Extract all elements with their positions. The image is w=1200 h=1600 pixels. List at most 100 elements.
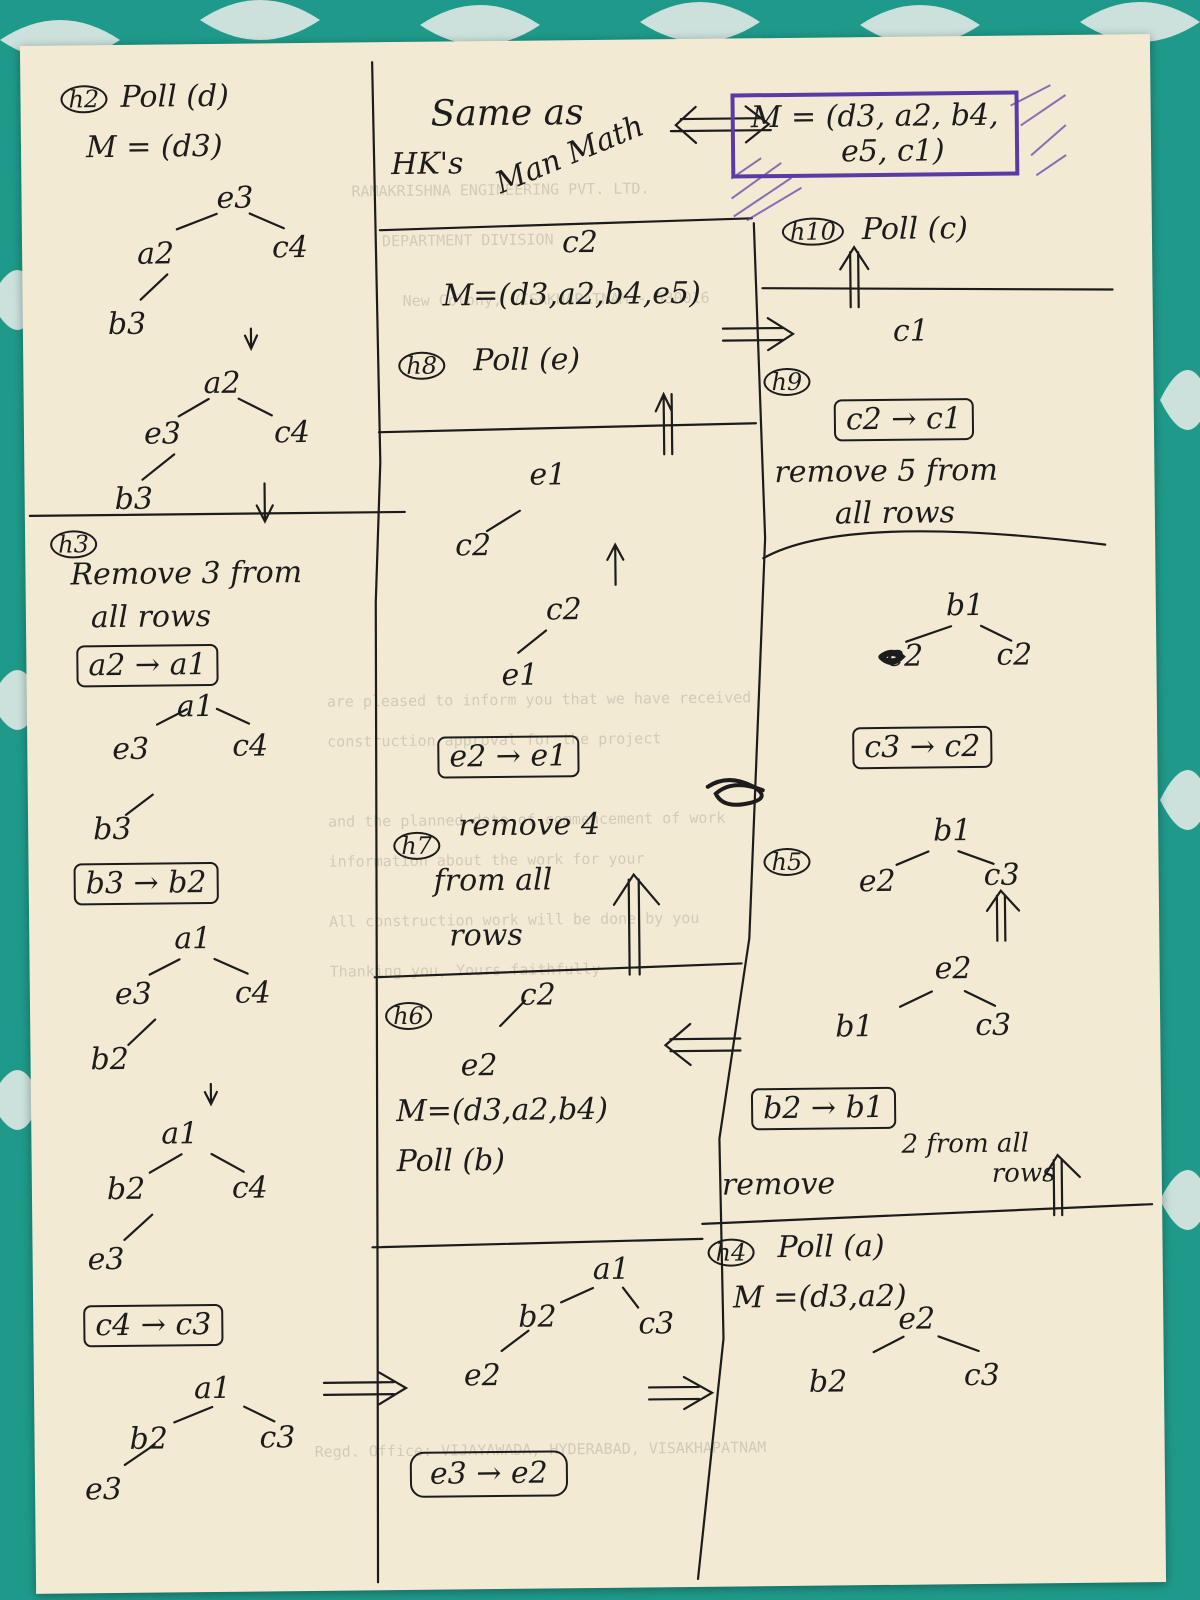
tree14-right: c3	[963, 1357, 1000, 1394]
step-b2-b1: b2 → b1	[750, 1086, 897, 1131]
tree1-leaf: b3	[107, 306, 147, 343]
label-c1: c1	[892, 313, 930, 349]
tree11-left: e2	[886, 638, 924, 674]
tree7-left: c2	[455, 528, 492, 564]
label-h9: h9	[763, 367, 811, 397]
divider-middle-column	[696, 222, 767, 1581]
step-a2-a1: a2 → a1	[76, 643, 219, 688]
final-matching-line2: e5, c1)	[840, 132, 945, 169]
remove-4-line2: from all	[433, 862, 553, 899]
matching-h6: M=(d3,a2,b4)	[395, 1091, 609, 1130]
tree10-left: b2	[518, 1299, 557, 1335]
tree5-leaf: e3	[87, 1241, 125, 1278]
step-e3-e2: e3 → e2	[409, 1450, 569, 1498]
tree1-root: e3	[216, 180, 254, 216]
matching-h2: M = (d3)	[85, 128, 223, 166]
tree3-left: e3	[112, 731, 150, 768]
tree6-leaf: e3	[84, 1471, 123, 1508]
tree8-left: e1	[501, 657, 539, 693]
step-e2-e1: e2 → e1	[437, 735, 580, 779]
step-b3-b2: b3 → b2	[73, 861, 219, 906]
tree2-left: e3	[143, 416, 182, 452]
tree11-root: b1	[945, 587, 985, 624]
separator-h10-h9	[761, 287, 1114, 291]
label-h5: h5	[763, 847, 811, 877]
label-h2: h2	[60, 85, 108, 114]
tree13-root: e2	[934, 951, 972, 987]
tree12-left: e2	[858, 863, 896, 900]
ink-lines	[28, 61, 1154, 1584]
remove-2-line3: remove	[721, 1166, 836, 1203]
label-c2-top: c2	[561, 224, 599, 261]
tree2-root: a2	[203, 365, 241, 402]
label-h8: h8	[398, 351, 446, 381]
tree13-left: b1	[835, 1009, 874, 1045]
note-hks: HK's	[391, 146, 464, 183]
separator-mid-top	[378, 217, 753, 232]
arrow-down-3	[203, 1082, 218, 1107]
arrow-right-left-1	[322, 1371, 409, 1406]
separator-h2-h3	[28, 510, 406, 517]
remove-5-line1: remove 5 from	[774, 452, 999, 491]
tree6-root: a1	[193, 1370, 232, 1407]
notes-paper-sheet: RAMAKRISHNA ENGINEERING PVT. LTD. DEPART…	[19, 34, 1167, 1594]
poll-b: Poll (b)	[396, 1142, 506, 1180]
separator-h9-h5	[762, 530, 1107, 560]
step-c3-c2: c3 → c2	[852, 725, 993, 770]
matching-h8: M=(d3,a2,b4,e5)	[442, 275, 702, 314]
tree6-right: c3	[259, 1420, 296, 1456]
tree13-right: c3	[975, 1007, 1012, 1044]
tree10-root: a1	[592, 1251, 630, 1288]
tree14-root: e2	[898, 1301, 936, 1337]
tree10-leaf: e2	[463, 1357, 501, 1394]
tree2-right: c4	[273, 414, 311, 451]
tree14-left: b2	[808, 1364, 848, 1400]
ink-scribble	[705, 778, 765, 807]
tree1-left: a2	[136, 236, 175, 272]
label-h7: h7	[393, 831, 441, 861]
remove-4-line1: remove 4	[457, 806, 601, 844]
label-h3: h3	[50, 530, 98, 559]
divider-left-column	[371, 61, 382, 1584]
tree7-root: e1	[529, 457, 567, 493]
arrow-right-h8	[721, 317, 796, 352]
matching-h4: M =(d3,a2)	[732, 1278, 907, 1316]
note-same-as: Same as	[430, 92, 584, 135]
arrow-up-mid-2	[606, 542, 625, 586]
tree5-left: b2	[106, 1171, 146, 1208]
tree12-right: c3	[983, 857, 1020, 893]
arrow-left-h5	[663, 1022, 742, 1067]
tree5-root: a1	[161, 1116, 199, 1152]
poll-a: Poll (a)	[777, 1228, 885, 1266]
final-matching-box: M = (d3, a2, b4, e5, c1)	[730, 90, 1020, 179]
tree5-right: c4	[231, 1170, 268, 1206]
tree8-root: c2	[545, 592, 582, 628]
tree6-left: b2	[129, 1421, 169, 1457]
tree3-root: a1	[176, 688, 215, 725]
separator-right-bottom	[701, 1203, 1154, 1225]
label-h6: h6	[384, 1001, 432, 1031]
arrow-up-right-2	[985, 888, 1021, 942]
remove-2-line2: rows	[991, 1158, 1056, 1189]
tree3-right: c4	[232, 728, 269, 764]
separator-h6-bottom	[371, 1237, 704, 1249]
label-h10: h10	[781, 217, 845, 246]
tree11-right: c2	[996, 637, 1033, 673]
tree2-leaf: b3	[114, 481, 154, 517]
poll-c: Poll (c)	[861, 211, 969, 248]
tree4-root: a1	[174, 921, 212, 957]
tree4-leaf: b2	[90, 1041, 130, 1078]
tree12-root: b1	[933, 813, 972, 849]
final-matching-line1: M = (d3, a2, b4,	[750, 97, 999, 136]
arrow-up-mid-3	[612, 872, 661, 976]
label-h4: h4	[707, 1238, 755, 1267]
arrow-down-2	[255, 482, 274, 524]
tree4-right: c4	[234, 975, 271, 1011]
tree1-right: c4	[271, 229, 309, 266]
tree9-left: e2	[460, 1048, 498, 1084]
arrow-down-1	[243, 327, 259, 352]
arrow-double-top	[669, 105, 772, 144]
separator-h7-h6	[373, 962, 743, 979]
poll-d: Poll (d)	[120, 78, 230, 115]
tree9-root: c2	[519, 977, 556, 1013]
